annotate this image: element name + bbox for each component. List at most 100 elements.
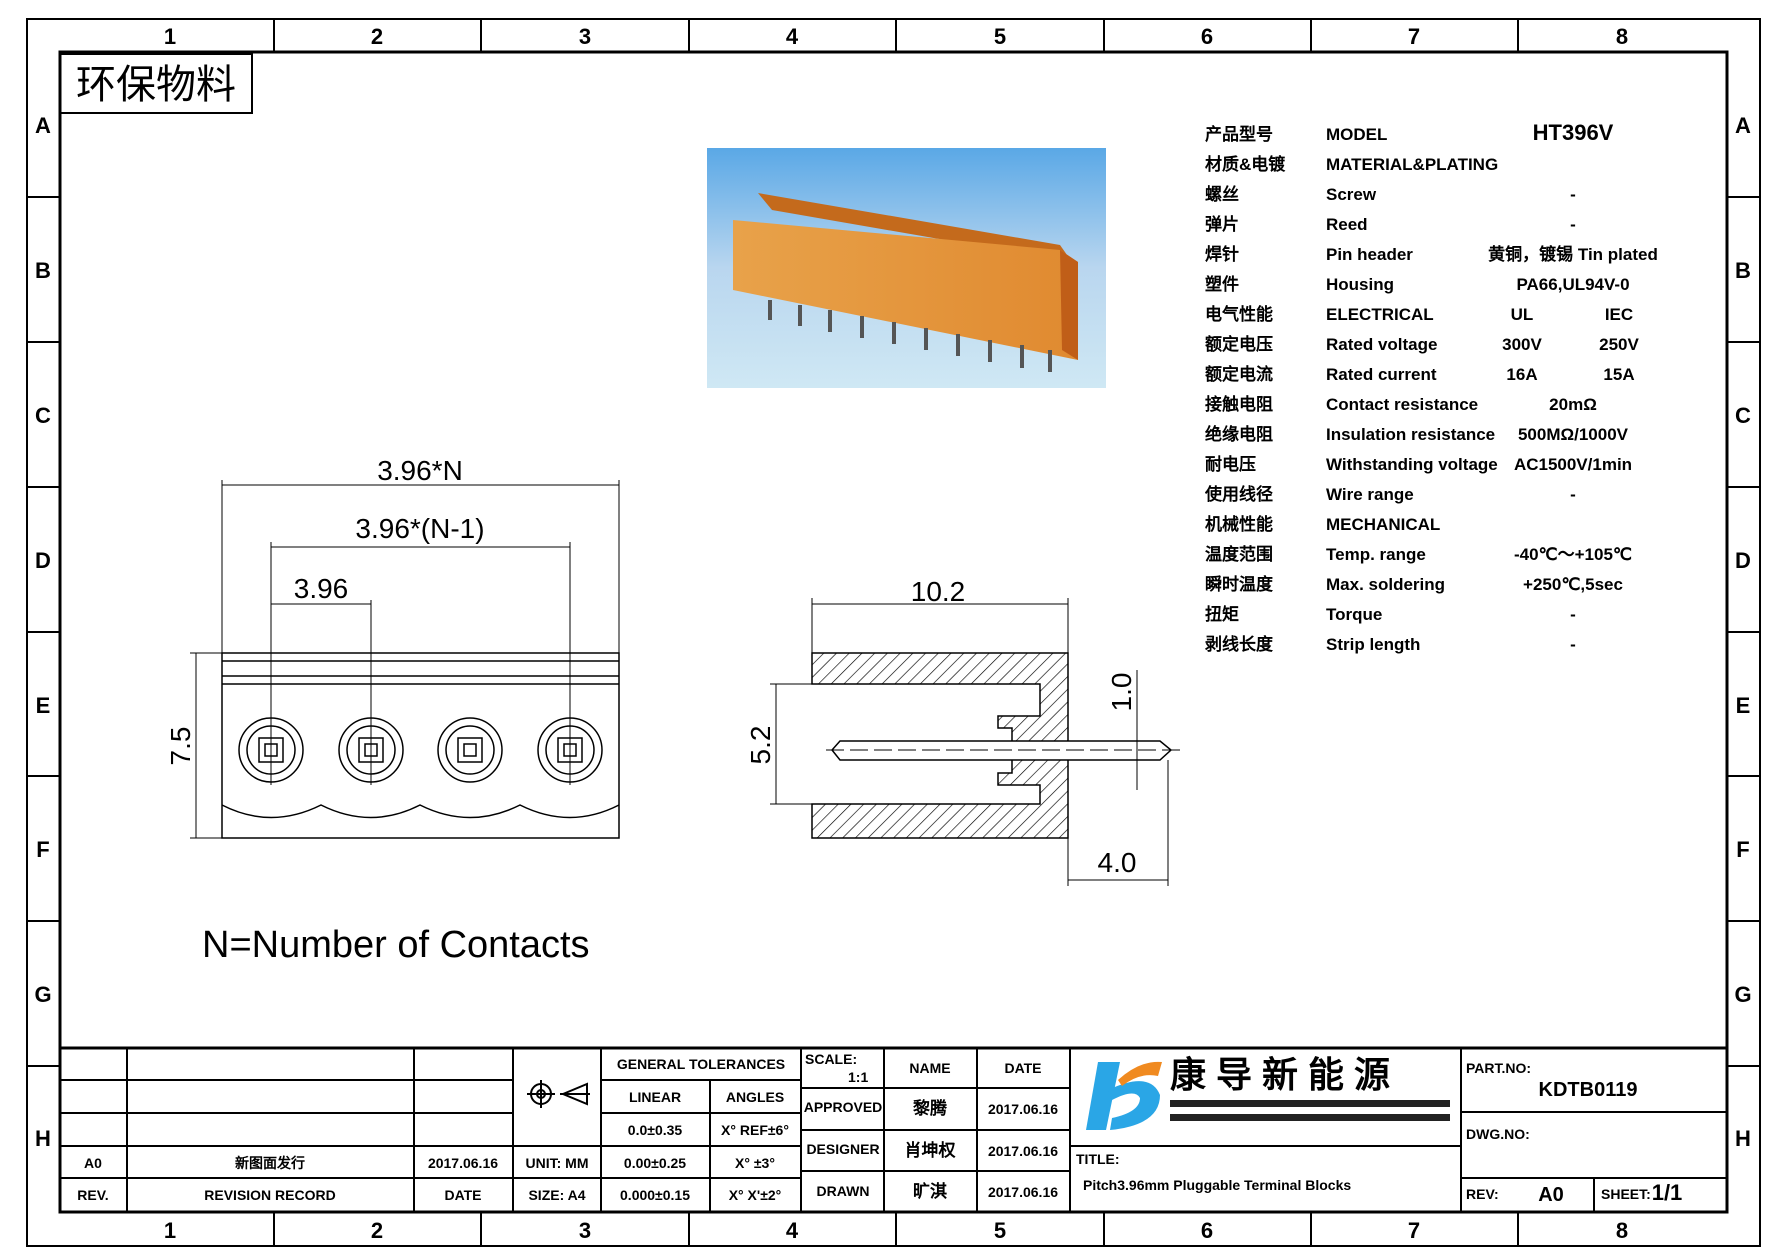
grid-col: 6 — [1201, 1218, 1213, 1243]
spec-value: AC1500V/1min — [1514, 455, 1632, 474]
sheet-value: 1/1 — [1652, 1180, 1683, 1205]
spec-label-cn: 塑件 — [1205, 274, 1239, 294]
spec-label-cn: 剥线长度 — [1205, 634, 1274, 654]
grid-col: 5 — [994, 1218, 1006, 1243]
record-header: REVISION RECORD — [204, 1187, 335, 1203]
grid-col: 4 — [786, 24, 799, 49]
linear-tolerance: 0.00±0.25 — [624, 1155, 686, 1171]
part-number: KDTB0119 — [1539, 1079, 1638, 1101]
spec-label-en: Contact resistance — [1326, 395, 1478, 414]
spec-label-en: Rated voltage — [1326, 335, 1437, 354]
grid-row: A — [35, 113, 51, 138]
spec-value-iec: IEC — [1605, 305, 1633, 324]
grid-row: D — [1735, 548, 1751, 573]
grid-col: 4 — [786, 1218, 799, 1243]
spec-label-cn: 扭矩 — [1205, 604, 1239, 624]
linear-tolerance: 0.000±0.15 — [620, 1187, 690, 1203]
spec-label-cn: 机械性能 — [1205, 514, 1273, 534]
dim-span: 3.96*(N-1) — [355, 513, 484, 544]
sheet-frame — [26, 18, 1761, 1247]
spec-value-ul: 300V — [1502, 335, 1542, 354]
grid-row: B — [35, 258, 51, 283]
grid-row: C — [1735, 403, 1751, 428]
spec-value: - — [1570, 605, 1576, 624]
company-name: 康 导 新 能 源 — [1170, 1054, 1390, 1095]
spec-label-en: MATERIAL&PLATING — [1326, 155, 1498, 174]
scale-value: 1:1 — [848, 1069, 868, 1085]
date-header: DATE — [444, 1187, 481, 1203]
grid-col: 6 — [1201, 24, 1213, 49]
grid-row: F — [36, 837, 49, 862]
approval-role: APPROVED — [804, 1099, 883, 1115]
rev-value: A0 — [1538, 1184, 1564, 1206]
part-no-label: PART.NO: — [1466, 1060, 1531, 1076]
grid-col: 1 — [164, 24, 176, 49]
grid-col: 7 — [1408, 24, 1420, 49]
grid-column-labels-top: 1 2 3 4 5 6 7 8 — [164, 24, 1628, 49]
approval-date: 2017.06.16 — [988, 1143, 1058, 1159]
spec-value: 20mΩ — [1549, 395, 1597, 414]
grid-row: F — [1736, 837, 1749, 862]
spec-value: 黄铜，镀锡 Tin plated — [1488, 244, 1658, 264]
spec-label-en: Screw — [1326, 185, 1377, 204]
approval-role: DRAWN — [817, 1183, 870, 1199]
spec-value: -40℃～+105℃ — [1514, 545, 1632, 564]
grid-row: B — [1735, 258, 1751, 283]
spec-value: +250℃,5sec — [1523, 575, 1623, 594]
spec-label-cn: 使用线径 — [1204, 484, 1273, 504]
grid-row: E — [1736, 693, 1751, 718]
spec-value-iec: 250V — [1599, 335, 1639, 354]
angles-label: ANGLES — [726, 1089, 784, 1105]
title-block — [60, 1046, 1727, 1212]
dim-pin-length: 4.0 — [1098, 847, 1137, 878]
grid-column-labels-bottom: 1 2 3 4 5 6 7 8 — [164, 1218, 1628, 1243]
spec-label-en: Strip length — [1326, 635, 1420, 654]
rev-label: REV: — [1466, 1186, 1499, 1202]
grid-col: 2 — [371, 1218, 383, 1243]
size-label: SIZE: A4 — [528, 1187, 585, 1203]
grid-row: A — [1735, 113, 1751, 138]
company-logo: 康 导 新 能 源 — [1086, 1054, 1450, 1130]
grid-row: C — [35, 403, 51, 428]
dim-depth: 10.2 — [911, 576, 966, 607]
sheet-label: SHEET: — [1601, 1186, 1651, 1202]
scale-label: SCALE: — [805, 1051, 857, 1067]
spec-label-cn: 瞬时温度 — [1205, 574, 1274, 594]
approval-date: 2017.06.16 — [988, 1101, 1058, 1117]
name-header: NAME — [909, 1060, 950, 1076]
spec-value-iec: 15A — [1603, 365, 1634, 384]
approval-date: 2017.06.16 — [988, 1184, 1058, 1200]
contact-screw — [437, 717, 503, 783]
spec-value: - — [1570, 635, 1576, 654]
spec-label-cn: 焊针 — [1205, 244, 1239, 264]
grid-row: H — [1735, 1126, 1751, 1151]
designer-name: 肖坤权 — [905, 1140, 957, 1160]
grid-row: D — [35, 548, 51, 573]
grid-col: 3 — [579, 1218, 591, 1243]
spec-value: - — [1570, 485, 1576, 504]
grid-row-labels-right: A B C D E F G H — [1734, 113, 1751, 1151]
spec-label-cn: 材质&电镀 — [1205, 154, 1286, 174]
projection-symbol-icon — [527, 1080, 590, 1108]
front-view-drawing — [190, 480, 620, 839]
grid-row: G — [34, 982, 51, 1007]
grid-col: 2 — [371, 24, 383, 49]
grid-col: 7 — [1408, 1218, 1420, 1243]
spec-label-en: Reed — [1326, 215, 1368, 234]
spec-label-en: Withstanding voltage — [1326, 455, 1498, 474]
spec-value-ul: 16A — [1506, 365, 1537, 384]
spec-label-en: Insulation resistance — [1326, 425, 1495, 444]
spec-label-en: Housing — [1326, 275, 1394, 294]
spec-label-cn: 电气性能 — [1205, 304, 1273, 324]
grid-row: E — [36, 693, 51, 718]
approval-role: DESIGNER — [806, 1141, 879, 1157]
spec-label-cn: 弹片 — [1205, 214, 1239, 234]
stamp-text: 环保物料 — [76, 63, 236, 107]
grid-row: G — [1734, 982, 1751, 1007]
grid-col: 1 — [164, 1218, 176, 1243]
spec-label-en: Temp. range — [1326, 545, 1426, 564]
spec-label-cn: 产品型号 — [1205, 124, 1273, 144]
spec-label-en: MECHANICAL — [1326, 515, 1440, 534]
dim-height: 7.5 — [165, 727, 196, 766]
